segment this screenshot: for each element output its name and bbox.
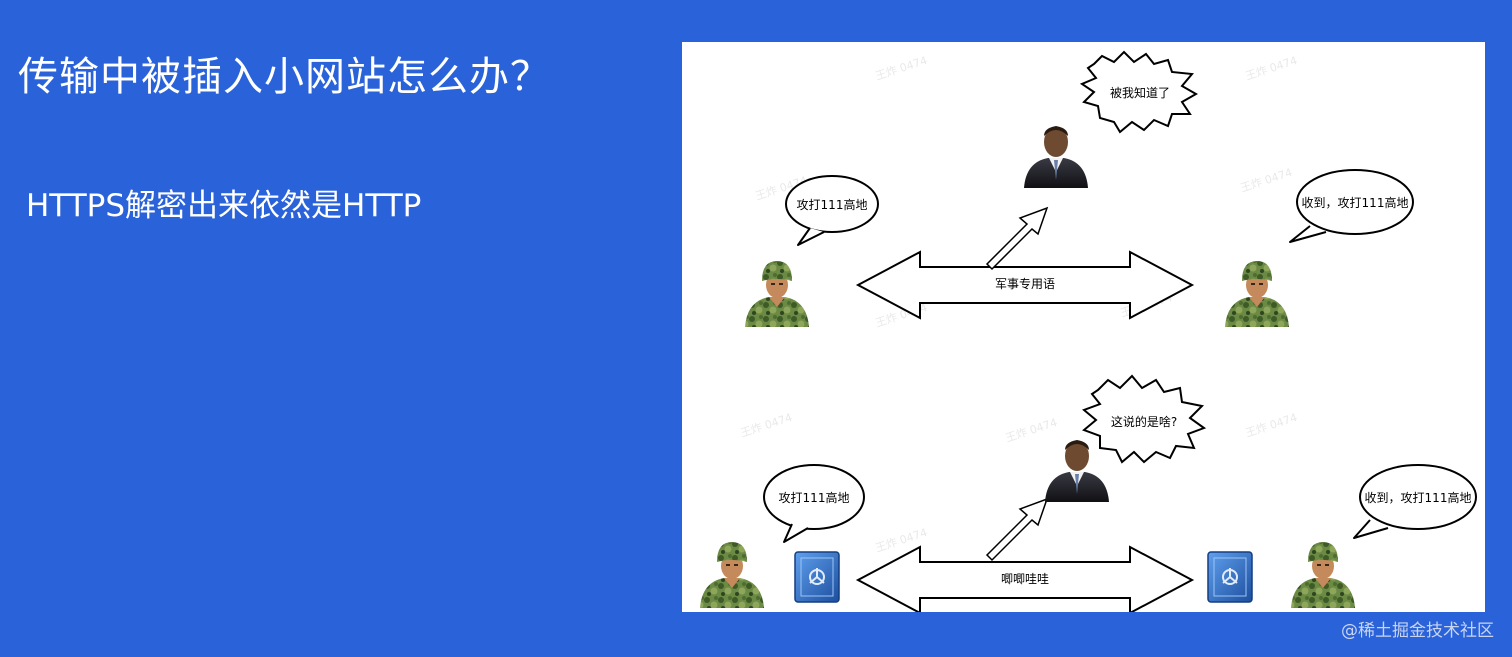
right-soldier-icon bbox=[1225, 261, 1289, 327]
eavesdrop-arrow bbox=[985, 497, 1049, 562]
eavesdropper-icon bbox=[1045, 440, 1109, 502]
left-speech-text: 攻打111高地 bbox=[797, 197, 868, 212]
eavesdropper-thought-bubble: 这说的是啥? bbox=[1082, 374, 1207, 464]
right-safe-icon bbox=[1207, 551, 1253, 603]
channel-arrow: 唧唧哇哇 bbox=[855, 545, 1195, 612]
eavesdropper-thought-bubble: 被我知道了 bbox=[1079, 50, 1199, 134]
slide-bullet: HTTPS解密出来依然是HTTP bbox=[26, 188, 422, 224]
left-speech-text: 攻打111高地 bbox=[779, 490, 850, 505]
right-soldier-icon bbox=[1291, 542, 1355, 608]
eavesdropper-thought-text: 被我知道了 bbox=[1110, 86, 1170, 100]
slide-title: 传输中被插入小网站怎么办？ bbox=[18, 54, 551, 100]
channel-label: 唧唧哇哇 bbox=[1001, 572, 1049, 586]
channel-label: 军事专用语 bbox=[995, 276, 1055, 291]
bottom-scenario: 攻打111高地 唧唧哇哇 这说的是啥? 收到，攻打111高地 bbox=[700, 374, 1477, 612]
left-speech-bubble: 攻打111高地 bbox=[763, 464, 865, 543]
faint-mark: 王炸 0474 bbox=[1239, 166, 1294, 195]
left-soldier-icon bbox=[700, 542, 764, 608]
eavesdropper-icon bbox=[1024, 126, 1088, 188]
faint-mark: 王炸 0474 bbox=[1004, 416, 1059, 445]
diagram-panel: 王炸 0474 王炸 0474 王炸 0474 王炸 0474 王炸 0474 … bbox=[682, 42, 1485, 612]
faint-mark: 王炸 0474 bbox=[1244, 411, 1299, 440]
top-scenario: 攻打111高地 军事专用语 被我知道了 收到，攻打111高地 bbox=[745, 50, 1414, 327]
left-safe-icon bbox=[794, 551, 840, 603]
watermark: @稀土掘金技术社区 bbox=[1341, 621, 1494, 641]
faint-mark: 王炸 0474 bbox=[1244, 54, 1299, 83]
eavesdropper-thought-text: 这说的是啥? bbox=[1111, 414, 1177, 429]
channel-arrow: 军事专用语 bbox=[855, 250, 1195, 320]
right-speech-bubble: 收到，攻打111高地 bbox=[1353, 464, 1477, 539]
right-speech-bubble: 收到，攻打111高地 bbox=[1289, 169, 1414, 243]
left-speech-bubble: 攻打111高地 bbox=[785, 175, 879, 246]
left-soldier-icon bbox=[745, 261, 809, 327]
faint-mark: 王炸 0474 bbox=[874, 54, 929, 83]
eavesdrop-arrow bbox=[985, 206, 1049, 271]
faint-mark: 王炸 0474 bbox=[739, 411, 794, 440]
right-speech-text: 收到，攻打111高地 bbox=[1365, 490, 1472, 505]
right-speech-text: 收到，攻打111高地 bbox=[1302, 195, 1409, 210]
